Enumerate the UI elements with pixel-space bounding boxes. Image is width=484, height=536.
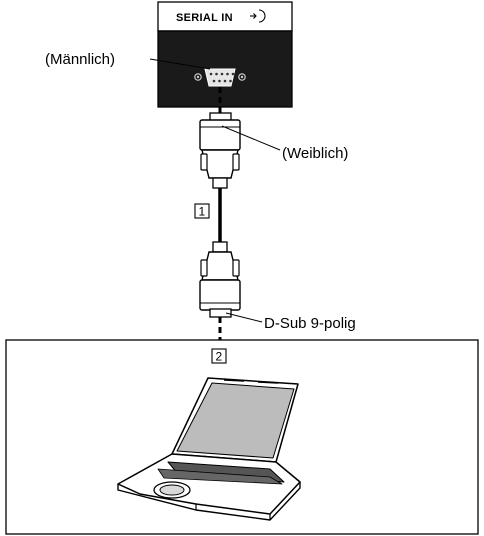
- display-terminal-panel: SERIAL IN: [149, 1, 293, 108]
- lower-connector: [199, 241, 241, 318]
- serial-cable-icon: [199, 112, 241, 318]
- serial-in-label: SERIAL IN: [176, 12, 233, 24]
- panel-body: [157, 30, 293, 108]
- computer-marker: 2: [211, 348, 227, 364]
- dsub-leader-line: [225, 312, 263, 323]
- male-label: (Männlich): [45, 51, 115, 68]
- computer-marker-number: 2: [216, 350, 223, 364]
- cable-marker: 1: [194, 203, 210, 219]
- dsub-label: D-Sub 9-polig: [264, 315, 356, 332]
- female-leader-line: [221, 125, 281, 151]
- cable-marker-number: 1: [199, 205, 206, 219]
- female-label: (Weiblich): [282, 145, 348, 162]
- serial-in-arrow-icon: [250, 9, 266, 23]
- dsub-male-port: [194, 68, 246, 87]
- upper-connector: [199, 112, 241, 189]
- male-leader-line: [149, 58, 211, 70]
- laptop-icon: [117, 377, 301, 521]
